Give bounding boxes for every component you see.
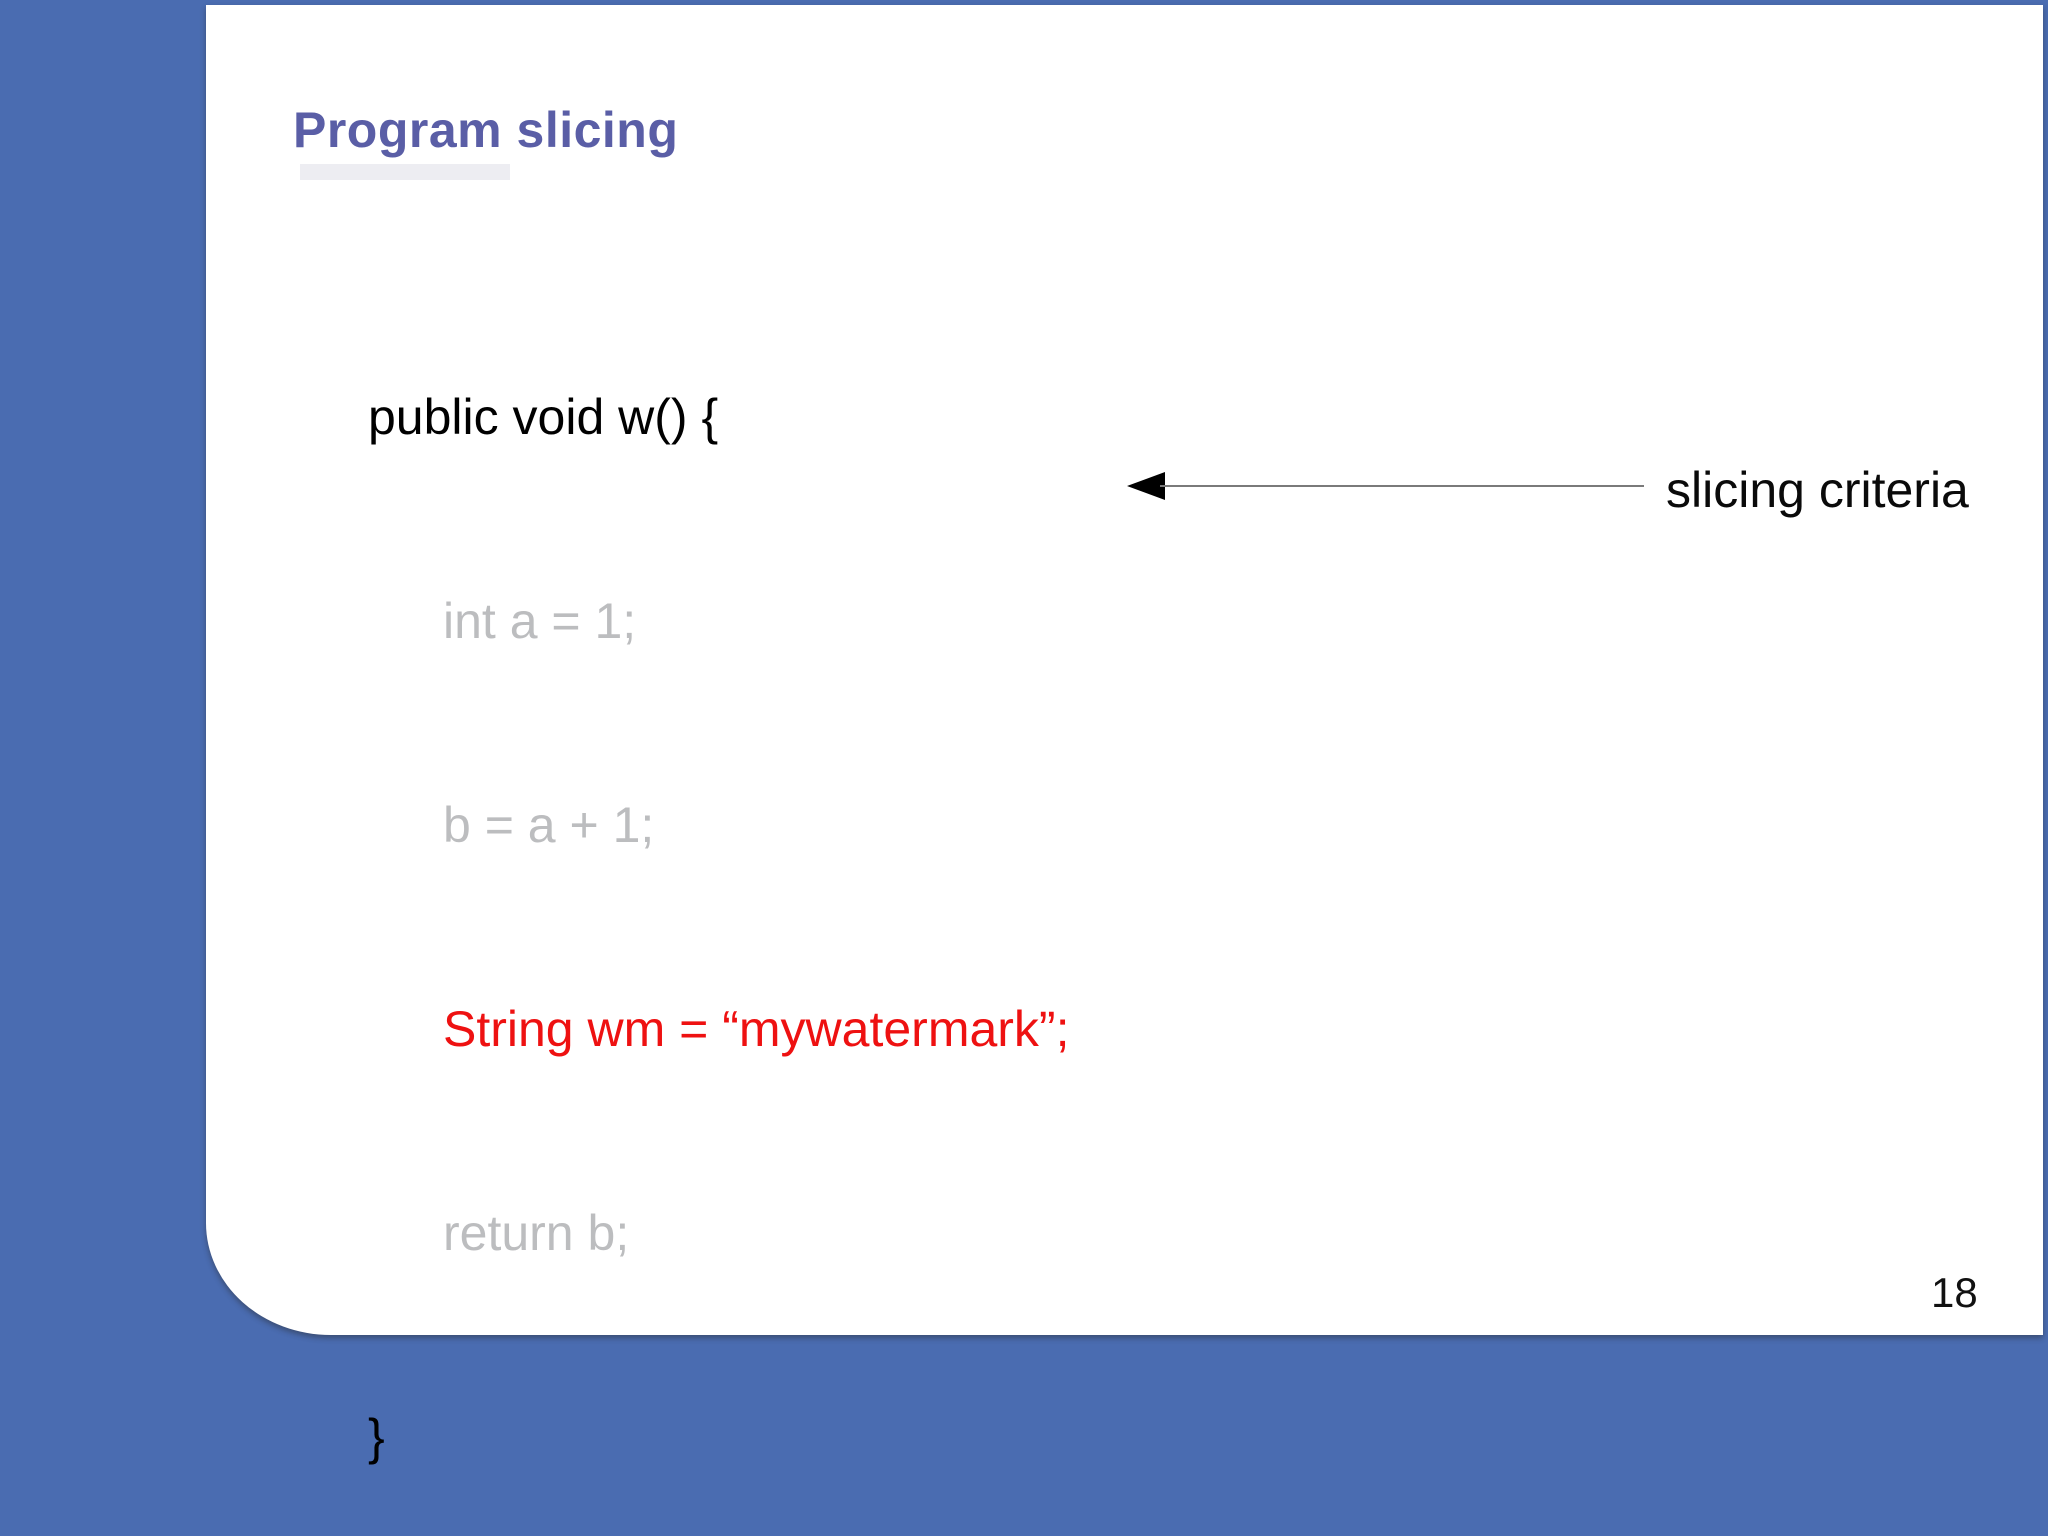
left-arrowhead-icon <box>1127 472 1165 500</box>
code-line-sliced-away: b = a + 1; <box>443 797 655 853</box>
code-line-sliced-away: int a = 1; <box>443 593 637 649</box>
slicing-criteria-label: slicing criteria <box>1666 462 1969 518</box>
code-line-closing-brace: } <box>368 1409 385 1465</box>
annotation-arrow-line <box>1160 485 1644 487</box>
code-block: public void w() { int a = 1; b = a + 1; … <box>368 247 1069 1536</box>
page-number: 18 <box>1931 1269 1978 1316</box>
slide-title: Program slicing <box>293 102 679 158</box>
code-line-sliced-away: return b; <box>443 1205 630 1261</box>
code-line-method-signature: public void w() { <box>368 389 719 445</box>
title-shadow-decoration <box>300 164 510 180</box>
slide-content-panel <box>206 5 2043 1335</box>
code-line-slicing-criteria: String wm = “mywatermark”; <box>443 1001 1070 1057</box>
